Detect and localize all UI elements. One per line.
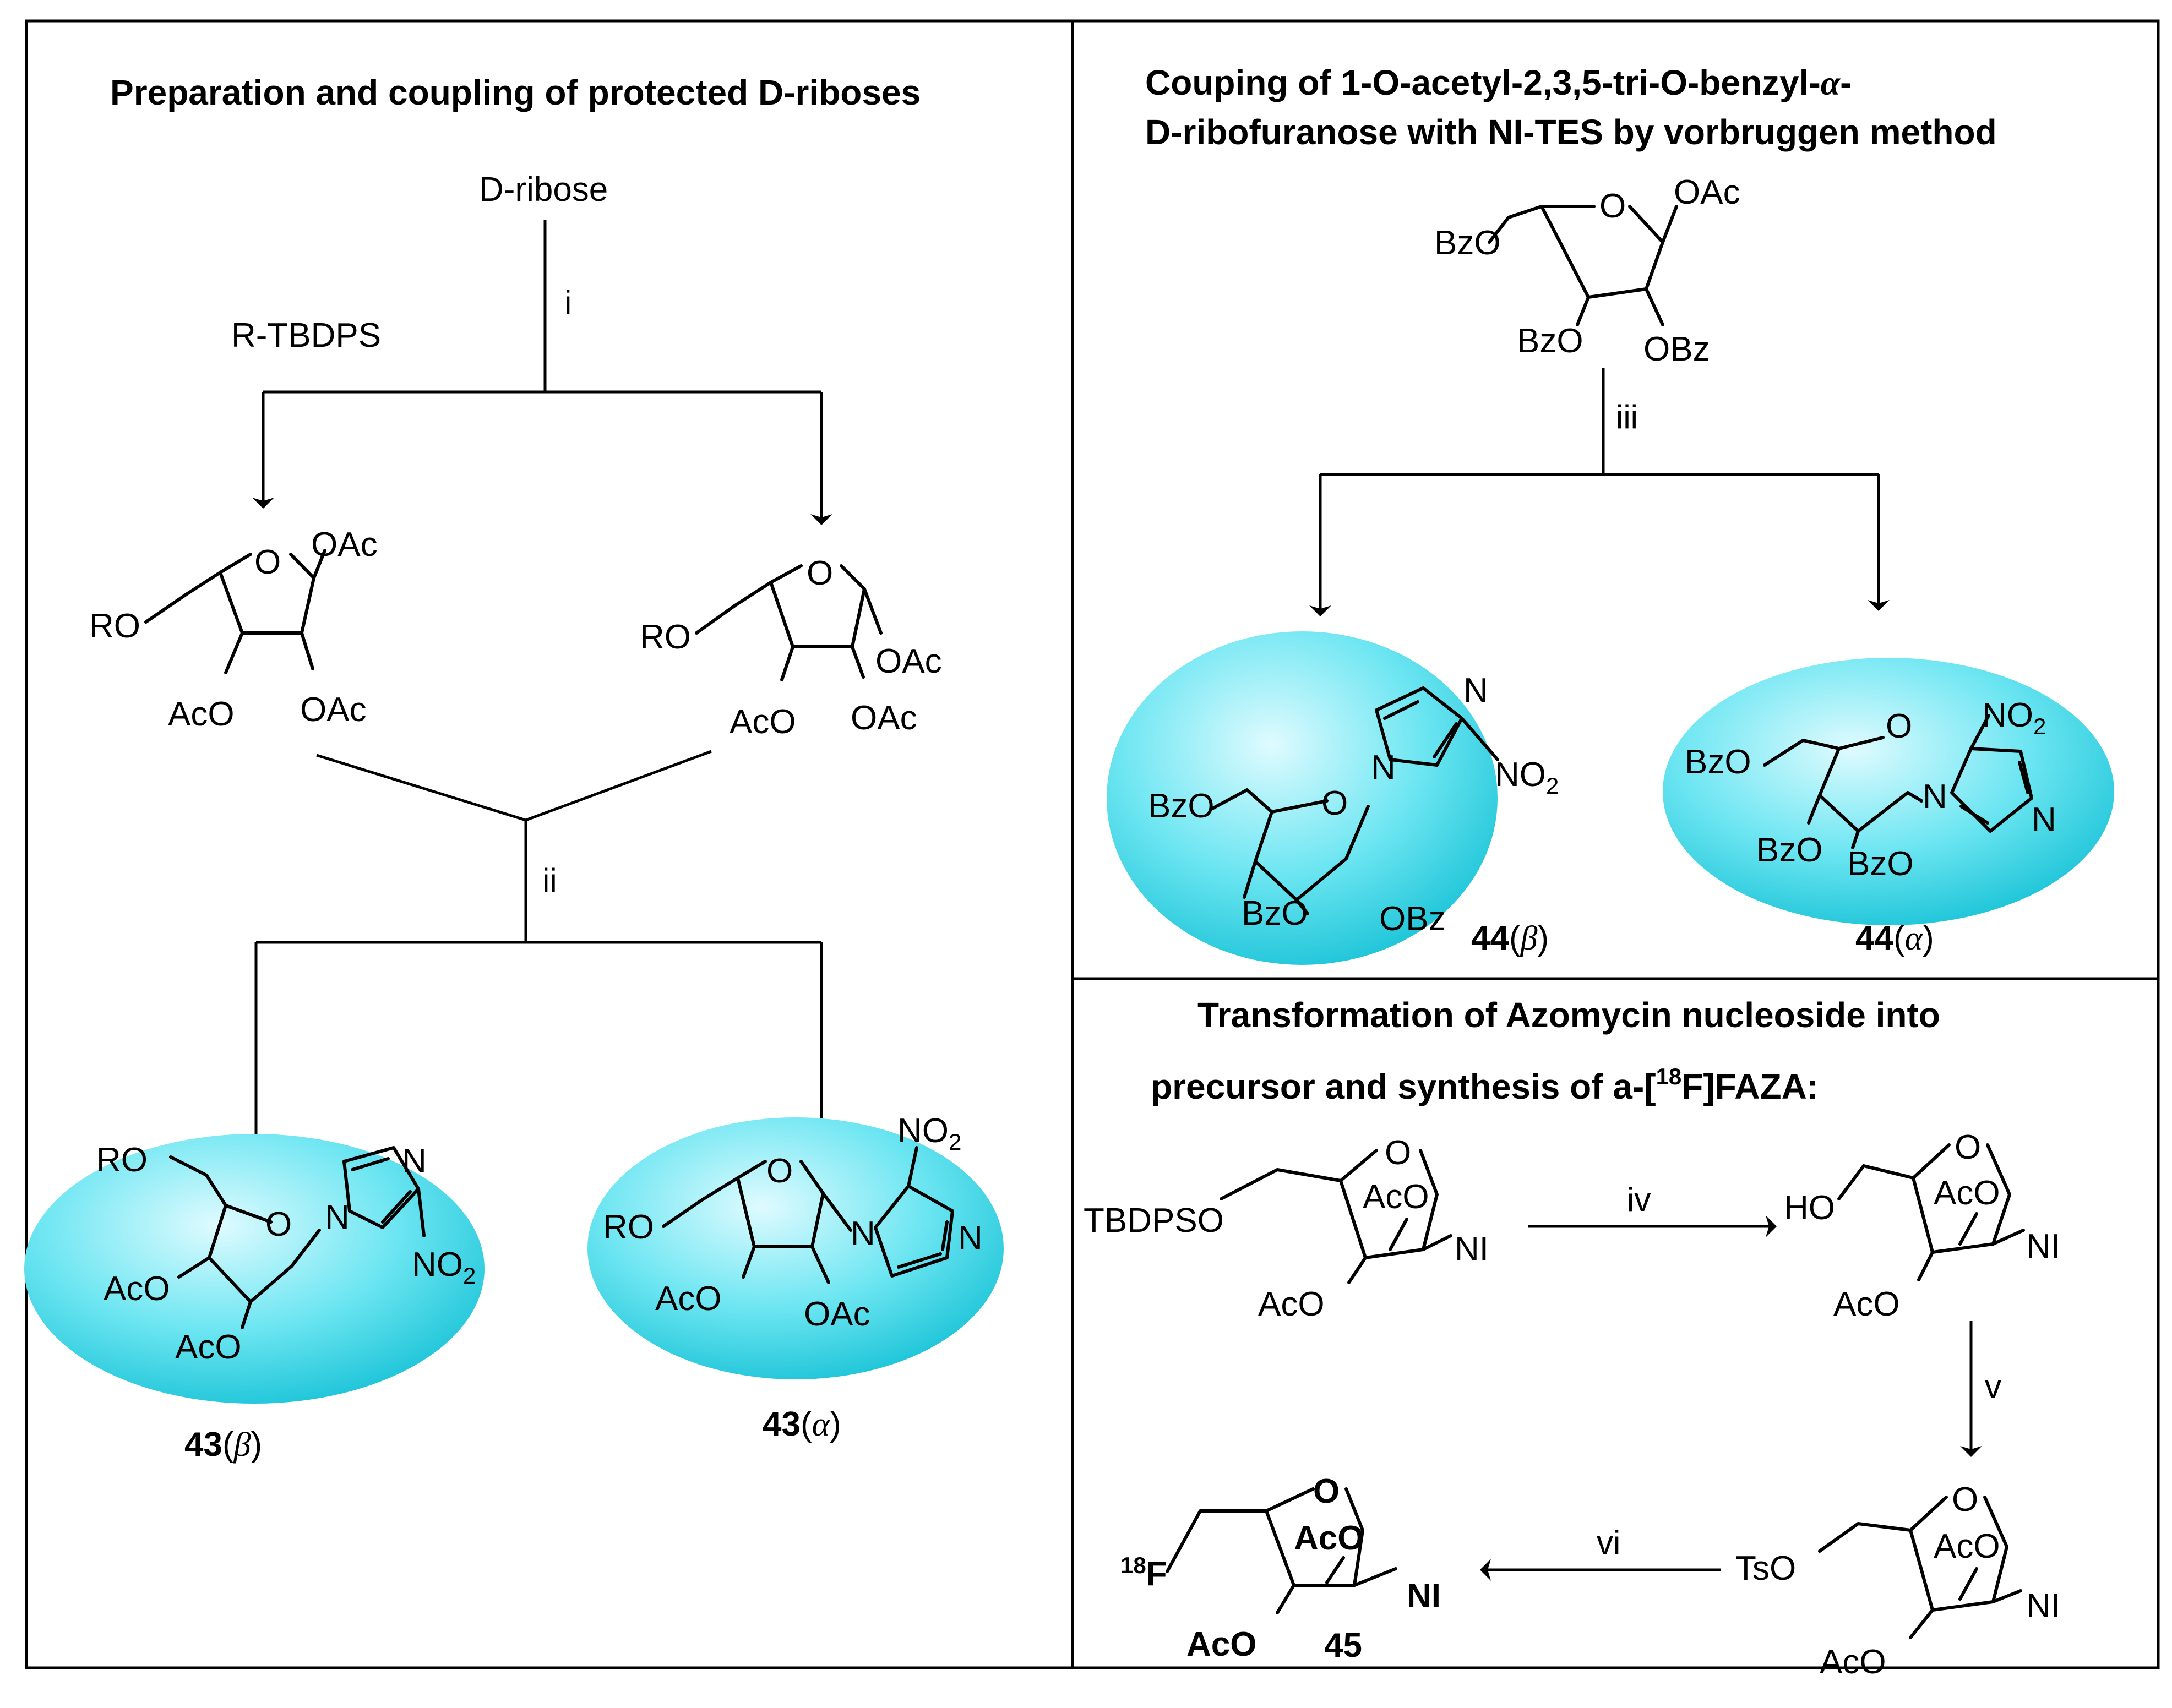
svg-text:OAc: OAc [300, 691, 367, 729]
svg-text:N: N [1923, 778, 1947, 816]
label-43-beta: 43(β) [184, 1426, 262, 1464]
reagent-v: v [1985, 1368, 2001, 1405]
svg-text:OBz: OBz [1643, 330, 1710, 368]
reagent-i: i [564, 284, 571, 321]
svg-text:AcO: AcO [1294, 1519, 1364, 1557]
right-section-title-2: D-ribofuranose with NI-TES by vorbruggen… [1145, 112, 1997, 152]
svg-text:AcO: AcO [1363, 1178, 1429, 1216]
reagent-iv: iv [1627, 1181, 1651, 1218]
svg-text:AcO: AcO [1833, 1285, 1900, 1323]
svg-text:NO2: NO2 [1495, 756, 1559, 799]
svg-text:O: O [1313, 1472, 1340, 1510]
reagent-vi: vi [1597, 1524, 1620, 1561]
svg-text:N: N [958, 1219, 983, 1257]
tbdps-nucleoside: TBDPSO O AcO NI AcO [1084, 1134, 1489, 1323]
svg-text:OAc: OAc [875, 642, 942, 680]
svg-text:RO: RO [640, 618, 691, 656]
svg-text:OAc: OAc [311, 526, 378, 564]
svg-text:O: O [1599, 187, 1626, 225]
svg-text:N: N [851, 1215, 875, 1253]
svg-text:NI: NI [1407, 1577, 1441, 1615]
svg-text:N: N [1371, 749, 1396, 787]
compound-43-beta: RO O N N NO2 AcO AcO [96, 1141, 476, 1366]
svg-text:AcO: AcO [730, 703, 796, 741]
highlight-44-alpha [1663, 658, 2114, 925]
label-45: 45 [1324, 1627, 1362, 1665]
label-44-alpha: 44(α) [1855, 919, 1934, 957]
svg-text:O: O [1955, 1128, 1981, 1166]
left-section-title: Preparation and coupling of protected D-… [110, 73, 921, 112]
arrow-converge-ii [316, 750, 712, 822]
svg-text:AcO: AcO [175, 1328, 242, 1366]
svg-text:N: N [1463, 672, 1488, 710]
r-tbdps-label: R-TBDPS [231, 317, 381, 354]
svg-text:BzO: BzO [1148, 787, 1215, 825]
svg-text:O: O [766, 1152, 793, 1190]
highlight-43-beta [24, 1134, 485, 1404]
svg-text:OAc: OAc [1674, 173, 1740, 211]
svg-text:NO2: NO2 [897, 1112, 961, 1155]
compound-44-beta: BzO O N N NO2 BzO OBz [1148, 672, 1559, 938]
label-43-alpha: 43(α) [763, 1405, 841, 1443]
svg-text:AcO: AcO [1258, 1285, 1325, 1323]
svg-text:O: O [265, 1205, 292, 1243]
svg-text:NI: NI [2026, 1587, 2060, 1625]
svg-text:BzO: BzO [1847, 845, 1914, 883]
tosylate-nucleoside: TsO O AcO NI AcO [1735, 1481, 2060, 1681]
svg-text:O: O [807, 554, 833, 592]
svg-text:AcO: AcO [1186, 1625, 1256, 1663]
svg-text:TsO: TsO [1735, 1549, 1796, 1587]
svg-text:O: O [1952, 1481, 1978, 1519]
ribose-triacetate-beta: RO O OAc OAc AcO [89, 526, 378, 733]
svg-text:NI: NI [2026, 1227, 2060, 1265]
outer-frame [25, 19, 2160, 1669]
svg-text:NO2: NO2 [1982, 696, 2046, 739]
bottom-section-title-2: precursor and synthesis of a-[18F]FAZA: [1151, 1063, 1819, 1106]
svg-text:RO: RO [603, 1208, 654, 1246]
svg-text:AcO: AcO [168, 695, 235, 733]
compound-44-alpha: BzO O N N NO2 BzO BzO [1685, 696, 2056, 883]
svg-text:HO: HO [1784, 1189, 1835, 1227]
svg-text:N: N [402, 1142, 427, 1180]
svg-text:18F: 18F [1120, 1552, 1167, 1593]
bottom-section-title-1: Transformation of Azomycin nucleoside in… [1197, 995, 1940, 1035]
reagent-ii: ii [542, 862, 557, 899]
label-44-beta: 44(β) [1471, 919, 1549, 957]
svg-text:RO: RO [89, 607, 140, 645]
svg-text:AcO: AcO [1934, 1527, 2000, 1565]
svg-text:OAc: OAc [851, 699, 917, 737]
right-section-title-1: Couping of 1-O-acetyl-2,3,5-tri-O-benzyl… [1145, 63, 1852, 102]
svg-text:N: N [325, 1198, 350, 1236]
svg-text:NO2: NO2 [412, 1246, 476, 1289]
d-ribose-label: D-ribose [479, 171, 608, 209]
ribose-tribenzoate: BzO O OAc OBz BzO [1434, 173, 1740, 368]
svg-text:BzO: BzO [1756, 831, 1823, 869]
svg-text:O: O [254, 543, 281, 581]
compound-45-faza: 18F O AcO NI AcO [1120, 1472, 1441, 1663]
svg-text:AcO: AcO [104, 1270, 170, 1308]
svg-text:AcO: AcO [1820, 1643, 1886, 1681]
svg-text:TBDPSO: TBDPSO [1084, 1202, 1224, 1240]
compound-43-alpha: RO O N N NO2 AcO OAc [603, 1112, 983, 1333]
svg-text:RO: RO [96, 1141, 148, 1179]
svg-text:AcO: AcO [1934, 1174, 2000, 1212]
svg-text:N: N [2032, 801, 2056, 839]
svg-text:OAc: OAc [804, 1295, 870, 1333]
ribose-triacetate-alpha: RO O OAc OAc AcO [640, 554, 942, 741]
highlight-44-beta [1107, 631, 1498, 965]
svg-text:NI: NI [1455, 1230, 1489, 1268]
svg-text:O: O [1385, 1134, 1411, 1172]
svg-text:O: O [1886, 707, 1912, 745]
svg-text:O: O [1321, 784, 1348, 822]
svg-text:OBz: OBz [1379, 900, 1446, 938]
reagent-iii: iii [1616, 399, 1638, 435]
svg-text:BzO: BzO [1434, 224, 1501, 262]
hydroxy-nucleoside: HO O AcO NI AcO [1784, 1128, 2060, 1323]
svg-text:BzO: BzO [1242, 894, 1308, 932]
svg-text:BzO: BzO [1685, 743, 1751, 781]
svg-text:BzO: BzO [1517, 322, 1583, 360]
svg-text:AcO: AcO [655, 1280, 722, 1318]
